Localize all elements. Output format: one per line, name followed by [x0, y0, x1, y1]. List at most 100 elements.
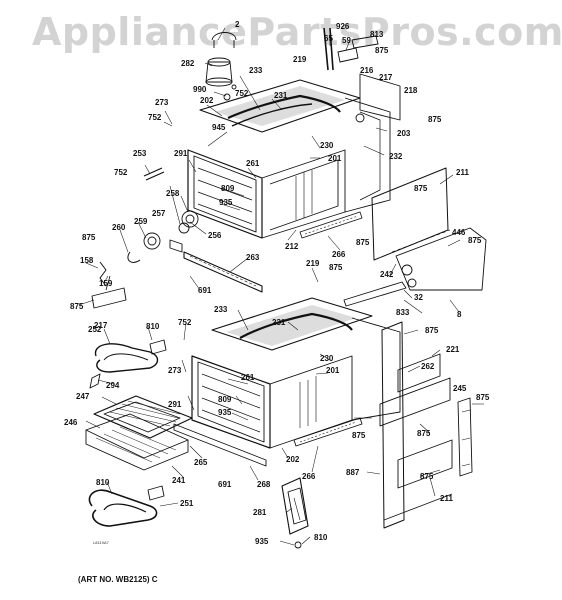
callout-65: 65 [324, 34, 333, 43]
callout-809: 809 [218, 395, 232, 404]
callout-158: 158 [80, 256, 94, 265]
callout-813: 813 [370, 30, 384, 39]
callout-265: 265 [194, 458, 208, 467]
callout-233: 233 [214, 305, 228, 314]
callout-990: 990 [193, 85, 207, 94]
callout-935: 935 [219, 198, 233, 207]
callout-273: 273 [168, 366, 182, 375]
callout-945: 945 [212, 123, 226, 132]
callout-260: 260 [112, 223, 126, 232]
upper-oven-body [187, 73, 401, 239]
callout-887: 887 [346, 468, 360, 477]
callout-875: 875 [428, 115, 442, 124]
callout-875: 875 [417, 429, 431, 438]
callout-875: 875 [425, 326, 439, 335]
callout-230: 230 [320, 141, 334, 150]
callout-230: 230 [320, 354, 334, 363]
callout-231: 231 [272, 318, 286, 327]
rear-panel-upper [343, 167, 487, 307]
callout-752: 752 [235, 89, 249, 98]
callout-266: 266 [302, 472, 316, 481]
callout-446: 446 [452, 228, 466, 237]
callout-809: 809 [221, 184, 235, 193]
callout-291: 291 [168, 400, 182, 409]
callout-810: 810 [96, 478, 110, 487]
hinge-assembly [281, 477, 309, 549]
callout-291: 291 [174, 149, 188, 158]
callout-691: 691 [218, 480, 232, 489]
callout-875: 875 [414, 184, 428, 193]
callout-32: 32 [414, 293, 423, 302]
callout-875: 875 [329, 263, 343, 272]
callout-875: 875 [352, 431, 366, 440]
callout-282: 282 [181, 59, 195, 68]
lower-oven-body [173, 297, 401, 467]
callout-875: 875 [420, 472, 434, 481]
callout-201: 201 [326, 366, 340, 375]
callout-875: 875 [356, 238, 370, 247]
callout-202: 202 [286, 455, 300, 464]
callout-273: 273 [155, 98, 169, 107]
callout-691: 691 [198, 286, 212, 295]
callout-219: 219 [306, 259, 320, 268]
callout-202: 202 [200, 96, 214, 105]
callout-212: 212 [285, 242, 299, 251]
callout-247: 247 [76, 392, 90, 401]
callout-752: 752 [148, 113, 162, 122]
callout-833: 833 [396, 308, 410, 317]
callout-216: 216 [360, 66, 374, 75]
callout-875: 875 [375, 46, 389, 55]
callout-232: 232 [389, 152, 403, 161]
callout-294: 294 [106, 381, 120, 390]
callout-262: 262 [421, 362, 435, 371]
side-panels-lower [379, 321, 473, 529]
vent-assembly [205, 27, 379, 101]
callout-253: 253 [133, 149, 147, 158]
callout-217: 217 [379, 73, 393, 82]
callout-259: 259 [134, 217, 148, 226]
callout-263: 263 [246, 253, 260, 262]
callout-810: 810 [146, 322, 160, 331]
callout-221: 221 [446, 345, 460, 354]
watermark: AppliancePartsPros.com [32, 10, 562, 54]
callout-242: 242 [380, 270, 394, 279]
callout-59: 59 [342, 36, 351, 45]
callout-211: 211 [456, 168, 469, 177]
callout-935: 935 [218, 408, 232, 417]
left-components-upper [91, 167, 263, 309]
callout-217: 217 [94, 321, 108, 330]
callout-159: 159 [99, 279, 113, 288]
callout-257: 257 [152, 209, 166, 218]
callout-201: 201 [328, 154, 342, 163]
callout-251: 251 [180, 499, 194, 508]
callout-245: 245 [453, 384, 467, 393]
callout-926: 926 [336, 22, 350, 31]
drawing-code: L8119A7 [93, 540, 109, 545]
callout-935: 935 [255, 537, 269, 546]
callout-261: 261 [241, 373, 255, 382]
callout-261: 261 [246, 159, 260, 168]
callout-810: 810 [314, 533, 328, 542]
callout-256: 256 [208, 231, 222, 240]
callout-231: 231 [274, 91, 288, 100]
callout-241: 241 [172, 476, 186, 485]
callout-2: 2 [235, 20, 240, 29]
callout-281: 281 [253, 508, 267, 517]
callout-246: 246 [64, 418, 78, 427]
callout-875: 875 [70, 302, 84, 311]
callout-218: 218 [404, 86, 418, 95]
callout-875: 875 [468, 236, 482, 245]
callout-268: 268 [257, 480, 271, 489]
leader-lines [78, 27, 484, 546]
callout-219: 219 [293, 55, 307, 64]
callout-752: 752 [178, 318, 192, 327]
callout-233: 233 [249, 66, 263, 75]
callout-252: 252 [88, 325, 102, 334]
callout-752: 752 [114, 168, 128, 177]
callout-875: 875 [476, 393, 490, 402]
callout-8: 8 [457, 310, 462, 319]
callout-266: 266 [332, 250, 346, 259]
callout-258: 258 [166, 189, 180, 198]
